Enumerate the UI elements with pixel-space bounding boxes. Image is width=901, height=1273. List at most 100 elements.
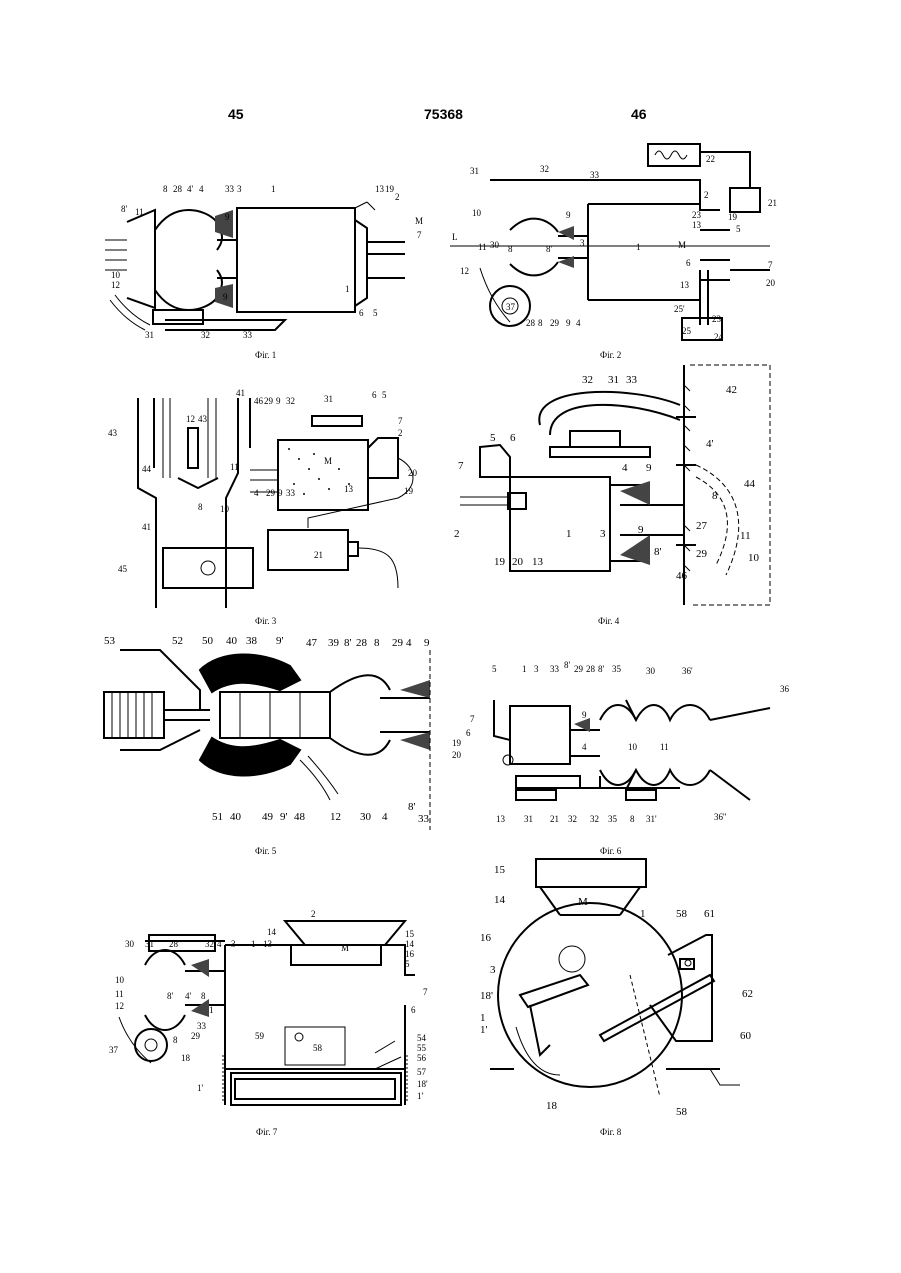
figure-2: 22 21 31 32 33 2 10 9 23 13 19 5 M L 11 … <box>450 140 780 340</box>
label-8-bottom: 8 <box>173 1035 178 1045</box>
label-19: 19 <box>728 212 738 222</box>
label-48: 48 <box>294 811 306 823</box>
label-43: 43 <box>198 414 208 424</box>
label-10: 10 <box>748 552 760 564</box>
figure-7-labels: 2 14 15 14 16 5 M 30 31 28 32 4 3 1 13 7… <box>105 905 435 1120</box>
label-1-left: 1 <box>480 1012 486 1024</box>
label-58-bottom: 58 <box>676 1106 688 1118</box>
label-33-bottom: 33 <box>243 330 253 340</box>
label-9-prime-bottom: 9' <box>280 811 288 823</box>
label-1: 1 <box>636 242 641 252</box>
label-18: 18 <box>546 1100 558 1112</box>
label-6: 6 <box>411 1005 416 1015</box>
label-32: 32 <box>286 396 295 406</box>
figure-4: 32 31 33 42 5 6 4' 7 4 9 8 44 2 1 3 9 27… <box>450 365 780 610</box>
label-60: 60 <box>740 1030 752 1042</box>
label-8-prime: 8' <box>564 660 571 670</box>
label-36-double-prime: 36'' <box>714 812 727 822</box>
label-8-prime-bottom: 8' <box>408 801 416 813</box>
label-9: 9 <box>424 637 430 649</box>
label-31-prime: 31' <box>646 814 657 824</box>
label-14: 14 <box>494 894 506 906</box>
label-1: 1 <box>640 908 646 920</box>
label-29: 29 <box>264 396 274 406</box>
label-L: L <box>452 232 458 242</box>
label-11: 11 <box>660 742 669 752</box>
label-3: 3 <box>534 664 539 674</box>
label-33: 33 <box>418 813 430 825</box>
label-31: 31 <box>608 374 619 386</box>
label-1-prime: 1' <box>480 1024 488 1036</box>
label-1-top: 1 <box>271 184 276 194</box>
label-11: 11 <box>740 530 751 542</box>
label-56: 56 <box>417 1053 427 1063</box>
label-12: 12 <box>111 280 120 290</box>
label-13-top: 13 <box>692 220 702 230</box>
label-33: 33 <box>550 664 560 674</box>
label-44: 44 <box>744 478 756 490</box>
label-30: 30 <box>125 939 135 949</box>
label-6: 6 <box>466 728 471 738</box>
label-13: 13 <box>375 184 385 194</box>
label-4-prime: 4' <box>706 438 714 450</box>
label-25-prime: 25' <box>674 304 685 314</box>
figure-1-labels: 8' 11 8 28 4' 4 33 3 1 13 19 2 M 7 10 12… <box>105 180 435 345</box>
label-29: 29 <box>550 318 560 328</box>
label-45: 45 <box>118 564 128 574</box>
label-20: 20 <box>766 278 776 288</box>
label-20: 20 <box>512 556 524 568</box>
label-36: 36 <box>780 684 790 694</box>
label-4: 4 <box>217 939 222 949</box>
label-9-prime: 9' <box>276 635 284 647</box>
label-22: 22 <box>706 154 715 164</box>
label-49: 49 <box>262 811 274 823</box>
label-32: 32 <box>205 939 214 949</box>
label-5: 5 <box>490 432 496 444</box>
label-16: 16 <box>405 949 415 959</box>
label-30: 30 <box>646 666 656 676</box>
label-1-prime-left: 1' <box>197 1083 204 1093</box>
label-16: 16 <box>480 932 492 944</box>
label-19: 19 <box>404 486 414 496</box>
label-3: 3 <box>600 528 606 540</box>
label-5: 5 <box>382 390 387 400</box>
label-19: 19 <box>452 738 462 748</box>
label-29-bottom: 29 <box>266 488 276 498</box>
label-18: 18 <box>181 1053 191 1063</box>
caption-fig-8: Фіг. 8 <box>600 1127 621 1137</box>
label-31: 31 <box>145 939 154 949</box>
label-9: 9 <box>566 210 571 220</box>
label-11: 11 <box>115 989 124 999</box>
label-41-left: 41 <box>142 522 151 532</box>
label-30: 30 <box>360 811 372 823</box>
label-10: 10 <box>115 975 125 985</box>
label-11: 11 <box>135 207 144 217</box>
label-13: 13 <box>263 939 273 949</box>
label-33: 33 <box>225 184 235 194</box>
label-41-top: 41 <box>236 388 245 398</box>
label-13: 13 <box>496 814 506 824</box>
label-6: 6 <box>359 308 364 318</box>
label-8-prime: 8' <box>344 637 352 649</box>
label-28: 28 <box>586 664 596 674</box>
label-24: 24 <box>714 332 724 342</box>
label-12: 12 <box>186 414 195 424</box>
label-36-prime: 36' <box>682 666 693 676</box>
label-10: 10 <box>220 504 230 514</box>
label-8-prime: 8' <box>121 204 128 214</box>
label-32: 32 <box>201 330 210 340</box>
label-20: 20 <box>452 750 462 760</box>
label-4: 4 <box>254 488 259 498</box>
label-52: 52 <box>172 635 183 647</box>
label-33: 33 <box>286 488 296 498</box>
label-M: M <box>324 456 332 466</box>
label-31: 31 <box>145 330 154 340</box>
right-page-number: 46 <box>631 106 647 122</box>
label-2: 2 <box>311 909 316 919</box>
label-12: 12 <box>115 1001 124 1011</box>
label-28: 28 <box>526 318 536 328</box>
label-4: 4 <box>582 742 587 752</box>
label-44: 44 <box>142 464 152 474</box>
label-4: 4 <box>406 637 412 649</box>
label-31: 31 <box>470 166 479 176</box>
